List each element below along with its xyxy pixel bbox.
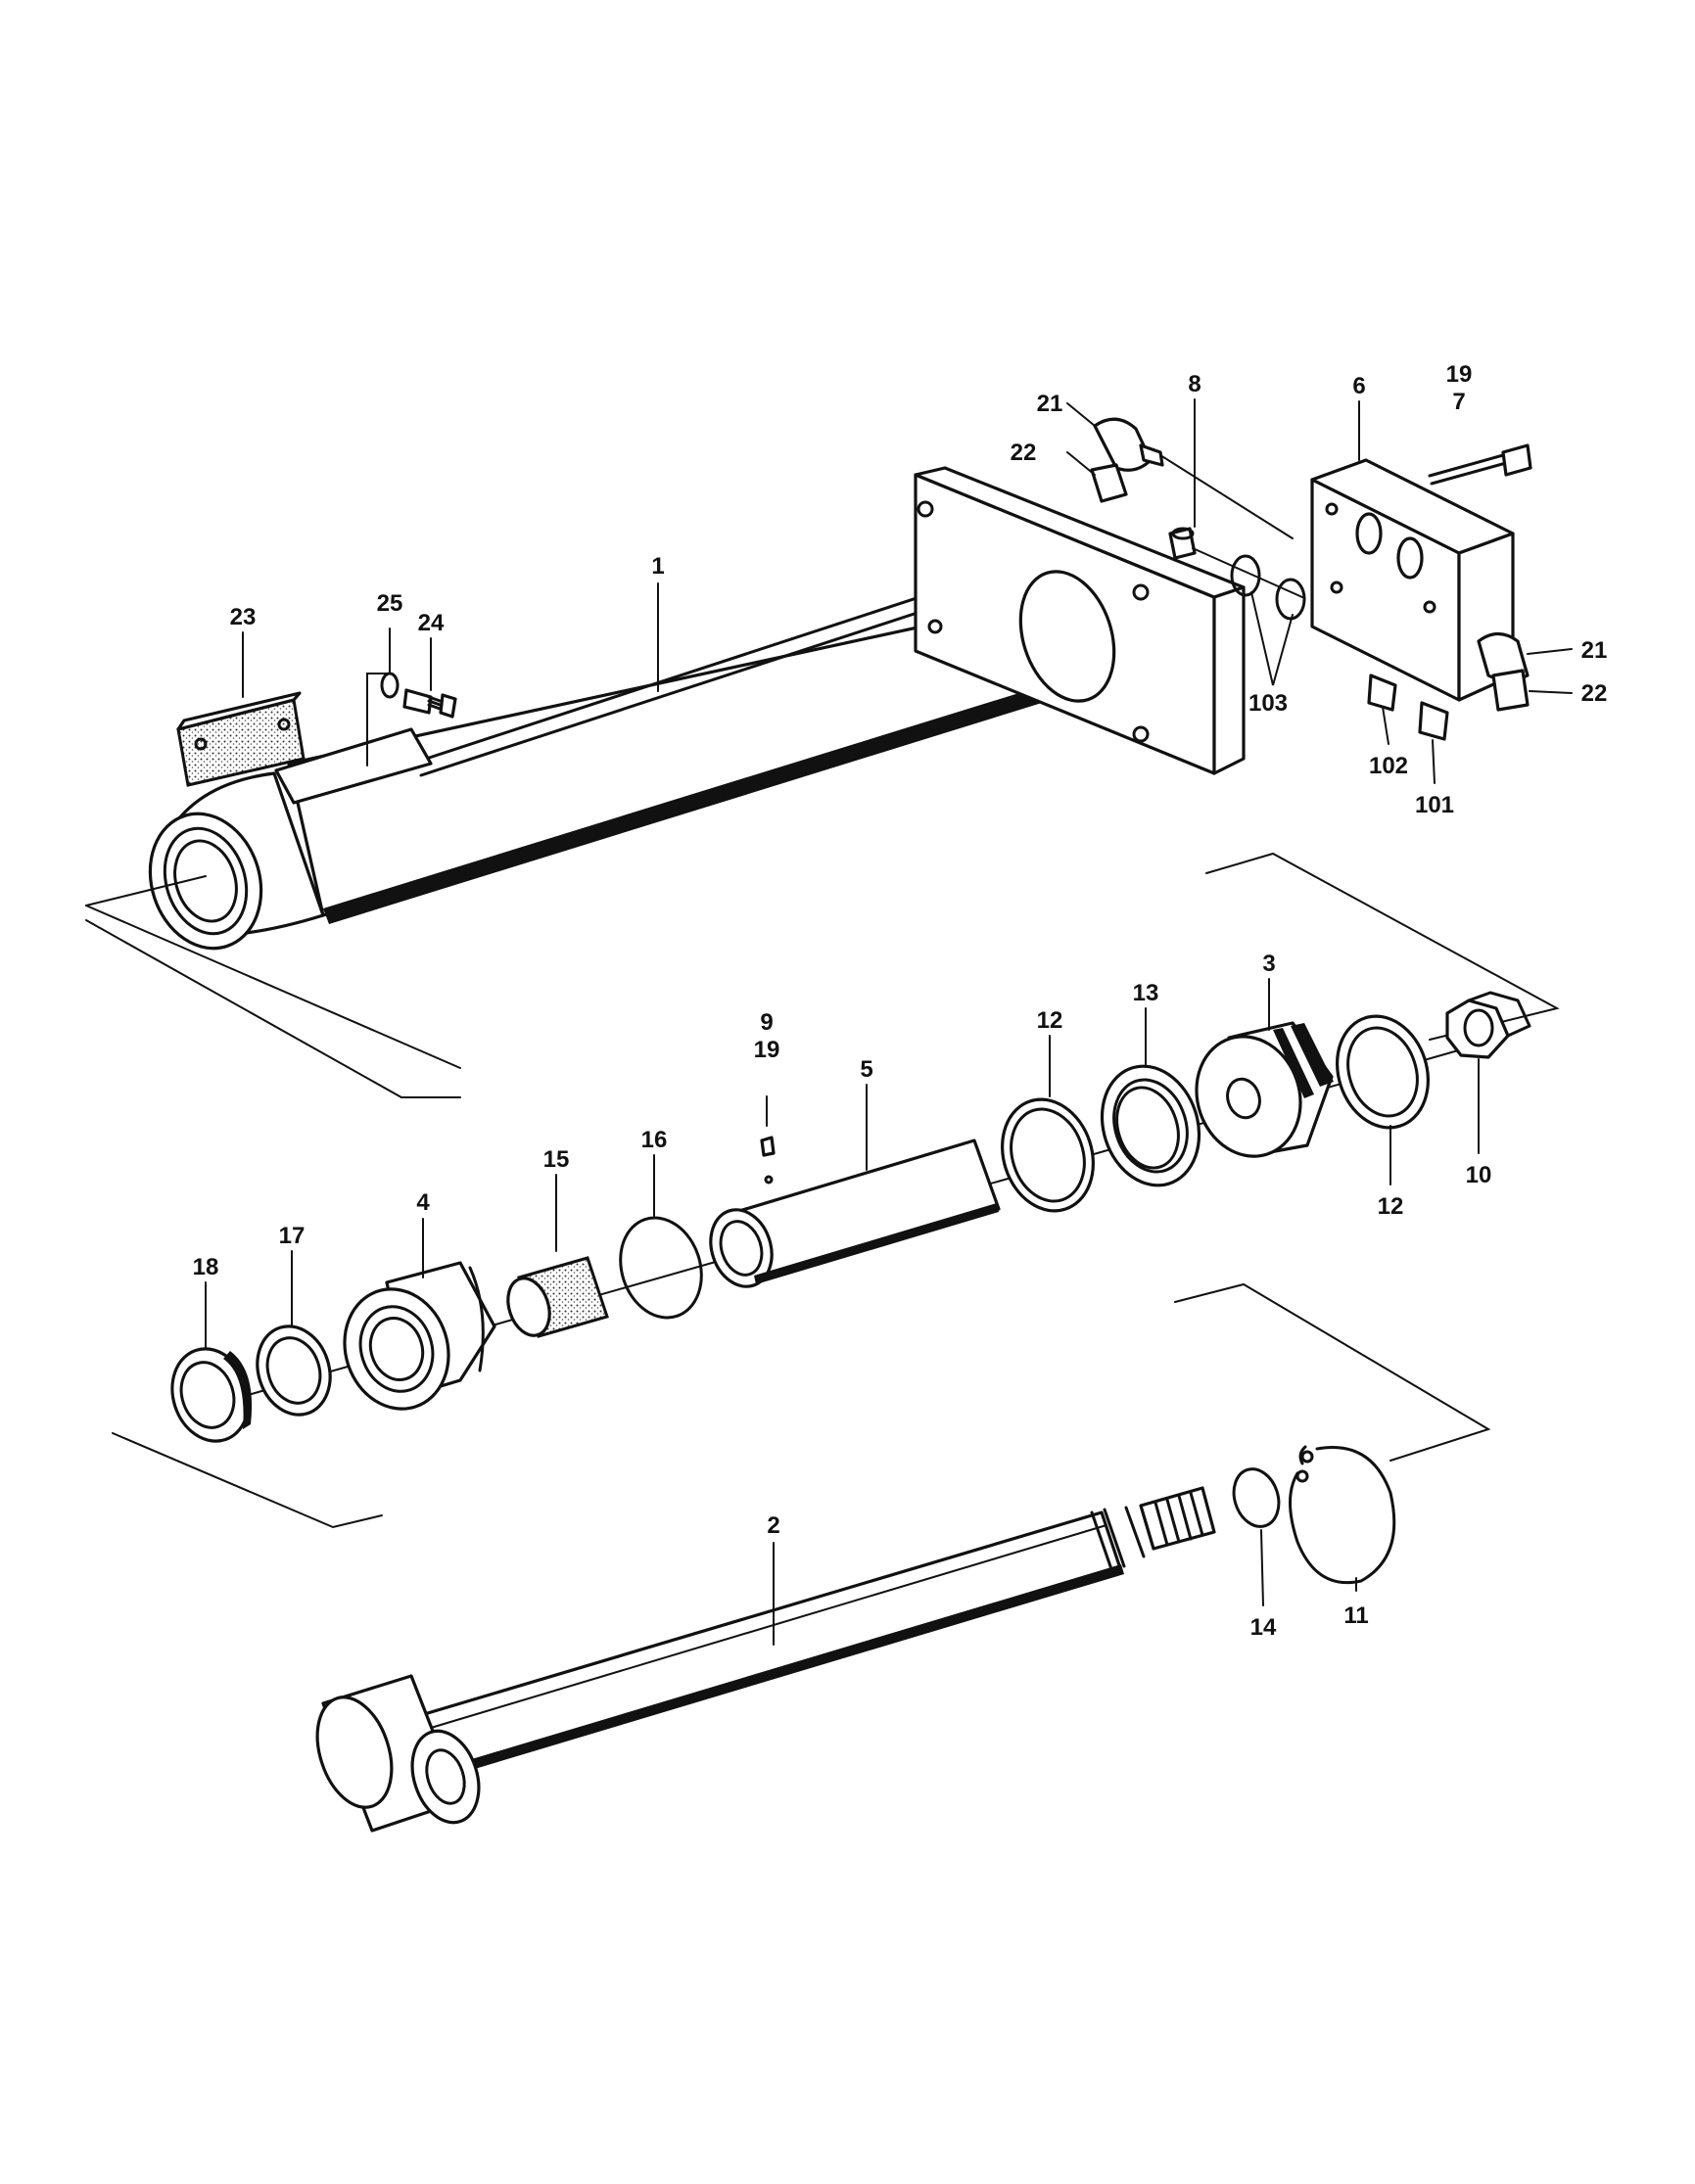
- label-part-103: 103: [1248, 690, 1288, 717]
- label-part-22-right: 22: [1581, 680, 1608, 707]
- label-part-8: 8: [1188, 371, 1201, 397]
- label-part-10: 10: [1466, 1162, 1492, 1188]
- label-part-21-right: 21: [1581, 637, 1608, 664]
- o-rings-103: [1230, 554, 1306, 686]
- label-part-11: 11: [1343, 1603, 1368, 1629]
- label-part-101: 101: [1415, 792, 1454, 818]
- label-part-15: 15: [543, 1146, 570, 1173]
- leader-line-21-right: [1527, 648, 1573, 655]
- leader-line-22-top: [1066, 451, 1096, 476]
- label-part-22-top: 22: [1011, 440, 1037, 466]
- guide-ring-12-right: [1336, 1014, 1430, 1130]
- valve-block: [1310, 443, 1532, 741]
- cylinder-barrel: [85, 466, 1246, 951]
- label-part-1: 1: [651, 553, 664, 580]
- leader-line-21-top: [1066, 402, 1096, 427]
- piston-3: [1195, 1021, 1334, 1158]
- label-part-23: 23: [230, 604, 257, 630]
- label-part-12-left: 12: [1037, 1007, 1063, 1034]
- part-number-labels: 1 2 3 4 5 6 7 8 9 10 11 12 12 13 14 15 1…: [193, 361, 1608, 1641]
- cylinder-head-4: [343, 1261, 496, 1411]
- label-part-24: 24: [418, 610, 445, 636]
- label-part-16: 16: [641, 1127, 668, 1153]
- elbow-fitting-top: [1090, 417, 1294, 539]
- guide-ring-12-left: [1001, 1097, 1095, 1213]
- bushing-15: [506, 1256, 609, 1338]
- o-ring-16: [619, 1216, 703, 1320]
- label-part-13: 13: [1133, 980, 1159, 1006]
- label-part-4: 4: [416, 1189, 430, 1216]
- label-part-18: 18: [193, 1254, 219, 1280]
- leader-line-101: [1432, 739, 1436, 784]
- label-part-14: 14: [1250, 1614, 1277, 1641]
- label-part-25: 25: [377, 590, 403, 617]
- plug: [1168, 527, 1303, 598]
- o-ring-14: [1232, 1467, 1281, 1528]
- label-part-19-middle: 19: [754, 1037, 780, 1063]
- label-part-21-top: 21: [1037, 391, 1063, 417]
- ring-17: [256, 1324, 332, 1417]
- label-part-19-top: 19: [1446, 361, 1473, 388]
- leader-line-102: [1382, 706, 1389, 745]
- leader-line-22-right: [1529, 690, 1573, 694]
- wiper-ring-18: [170, 1347, 253, 1443]
- label-part-7: 7: [1452, 389, 1465, 415]
- label-part-6: 6: [1352, 373, 1365, 399]
- label-part-9: 9: [760, 1009, 773, 1036]
- label-part-5: 5: [860, 1056, 872, 1083]
- piston-rod-2: [315, 1486, 1216, 1833]
- label-part-12-right: 12: [1378, 1193, 1404, 1220]
- label-part-2: 2: [767, 1512, 779, 1539]
- label-part-17: 17: [279, 1223, 306, 1249]
- sleeve-tube-5: [709, 1136, 1001, 1288]
- label-part-102: 102: [1369, 753, 1408, 779]
- leader-line-14: [1260, 1529, 1264, 1606]
- nut-10: [1445, 991, 1531, 1059]
- label-part-3: 3: [1262, 951, 1275, 977]
- circlip-11: [1289, 1445, 1396, 1585]
- seal-ring-13: [1100, 1064, 1201, 1187]
- washer-and-bolt: [366, 672, 457, 767]
- stippled-block: [176, 691, 306, 787]
